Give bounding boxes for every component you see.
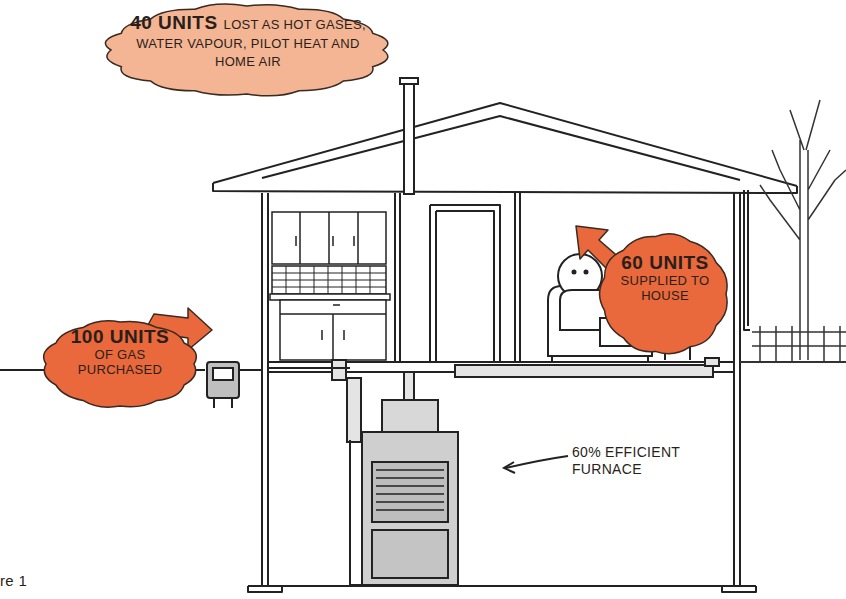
- tree-fence: [740, 100, 846, 362]
- armchair-person: [585, 271, 588, 274]
- furnace: [372, 462, 448, 522]
- cloud-outline: [600, 234, 728, 354]
- kitchen-cabinets: [280, 300, 386, 360]
- tree-fence: [760, 100, 846, 360]
- kitchen-cabinets: [296, 236, 354, 246]
- callout-cloud: 60 UNITSSUPPLIED TO HOUSE: [570, 218, 730, 363]
- kitchen-cabinets: [272, 212, 386, 264]
- duct-work: [332, 360, 346, 380]
- house-frame: [430, 205, 500, 362]
- kitchen-cabinets: [272, 266, 386, 294]
- chimney: [404, 82, 414, 194]
- gas-meter: [214, 398, 232, 408]
- cloud-text: 60 UNITSSUPPLIED TO HOUSE: [610, 252, 720, 304]
- furnace-label: 60% EFFICIENT FURNACE: [572, 444, 702, 478]
- furnace: [362, 432, 458, 585]
- duct-work: [332, 358, 719, 442]
- gas-line: [268, 367, 350, 369]
- house-frame: [744, 190, 750, 330]
- gas-meter: [207, 362, 239, 398]
- chimney: [400, 78, 418, 194]
- house-frame: [262, 193, 740, 586]
- gas-meter: [213, 368, 233, 380]
- callout-heading: 60 UNITS: [610, 252, 720, 274]
- furnace: [372, 530, 448, 578]
- leader-arrow: [506, 456, 568, 468]
- chimney: [400, 78, 418, 84]
- house-frame: [213, 103, 797, 592]
- house-frame: [395, 193, 520, 362]
- callout-body: SUPPLIED TO HOUSE: [610, 274, 720, 304]
- kitchen-cabinets: [270, 294, 390, 300]
- cloud-text: 40 UNITSLOST AS HOT GASES, WATER VAPOUR,…: [123, 12, 373, 71]
- gas-meter: [207, 362, 239, 408]
- tree-fence: [752, 326, 846, 362]
- leader-arrow: [504, 456, 568, 473]
- furnace: [376, 470, 444, 510]
- house-frame: [248, 586, 756, 592]
- furnace: [382, 400, 438, 432]
- tree-fence: [740, 361, 846, 363]
- house-frame: [213, 103, 797, 193]
- leader-arrow: [504, 462, 515, 473]
- furnace: [350, 440, 362, 585]
- cloud-outline: [105, 4, 387, 96]
- callout-heading: 40 UNITS: [130, 12, 217, 33]
- cloud-outline: [44, 321, 197, 407]
- duct-work: [347, 378, 361, 442]
- furnace: [350, 400, 458, 585]
- figure-label: re 1: [0, 572, 60, 590]
- cloud-text: 100 UNITSOF GAS PURCHASED: [52, 326, 188, 378]
- kitchen-cabinets: [272, 266, 386, 294]
- duct-work: [455, 365, 713, 377]
- callout-cloud: 40 UNITSLOST AS HOT GASES, WATER VAPOUR,…: [105, 0, 390, 100]
- kitchen-cabinets: [280, 305, 386, 360]
- kitchen-cabinets: [270, 212, 390, 360]
- duct-work: [705, 358, 719, 366]
- armchair-person: [573, 271, 576, 274]
- callout-heading: 100 UNITS: [52, 326, 188, 348]
- callout-cloud: 100 UNITSOF GAS PURCHASED: [38, 300, 233, 412]
- callout-body: OF GAS PURCHASED: [52, 348, 188, 378]
- kitchen-cabinets: [300, 212, 358, 264]
- armchair-person: [552, 356, 648, 362]
